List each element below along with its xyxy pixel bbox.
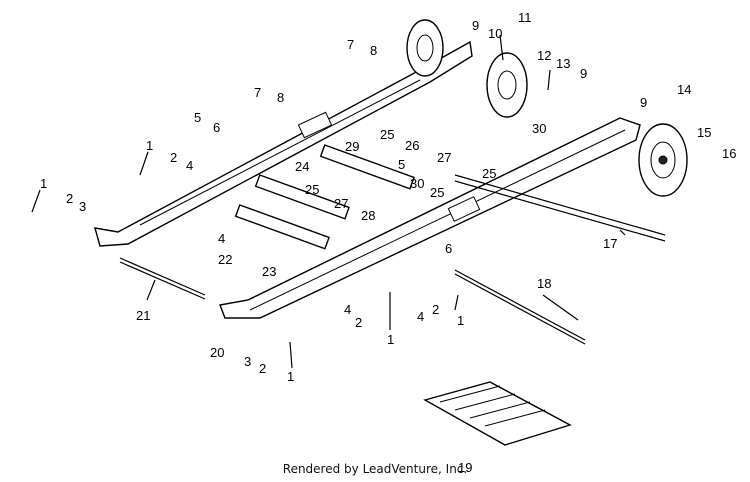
- callout-7: 7: [347, 37, 354, 52]
- callout-24: 24: [295, 159, 309, 174]
- callout-28: 28: [361, 208, 375, 223]
- callout-2: 2: [66, 191, 73, 206]
- callout-23: 23: [262, 264, 276, 279]
- callout-1: 1: [146, 138, 153, 153]
- leader-lines: [31, 34, 626, 369]
- callout-12: 12: [537, 48, 551, 63]
- callout-30: 30: [532, 121, 546, 136]
- idler-wheels: [406, 19, 688, 197]
- callout-25: 25: [482, 166, 496, 181]
- callout-5: 5: [194, 110, 201, 125]
- callout-19: 19: [458, 460, 472, 475]
- callout-8: 8: [370, 43, 377, 58]
- callout-3: 3: [244, 354, 251, 369]
- callout-27: 27: [437, 150, 451, 165]
- callout-26: 26: [405, 138, 419, 153]
- callout-27: 27: [334, 196, 348, 211]
- callout-16: 16: [722, 146, 736, 161]
- callout-2: 2: [355, 315, 362, 330]
- callout-2: 2: [170, 150, 177, 165]
- callout-11: 11: [518, 10, 532, 25]
- callout-1: 1: [457, 313, 464, 328]
- callout-9: 9: [472, 18, 479, 33]
- callout-30: 30: [410, 176, 424, 191]
- callout-29: 29: [345, 139, 359, 154]
- callout-3: 3: [79, 199, 86, 214]
- left-rail: [94, 40, 473, 247]
- callout-2: 2: [432, 302, 439, 317]
- callout-6: 6: [213, 120, 220, 135]
- callout-22: 22: [218, 252, 232, 267]
- callout-17: 17: [603, 236, 617, 251]
- credit-text: Rendered by LeadVenture, Inc.: [282, 462, 468, 476]
- callout-21: 21: [136, 308, 150, 323]
- callout-20: 20: [210, 345, 224, 360]
- callout-9: 9: [580, 66, 587, 81]
- callout-7: 7: [254, 85, 261, 100]
- callout-9: 9: [640, 95, 647, 110]
- callout-10: 10: [488, 26, 502, 41]
- callout-4: 4: [186, 158, 193, 173]
- callout-8: 8: [277, 90, 284, 105]
- callout-1: 1: [40, 176, 47, 191]
- callout-25: 25: [430, 185, 444, 200]
- callout-1: 1: [387, 332, 394, 347]
- callout-1: 1: [287, 369, 294, 384]
- callout-6: 6: [445, 241, 452, 256]
- callout-4: 4: [344, 302, 351, 317]
- callout-2: 2: [259, 361, 266, 376]
- callout-4: 4: [417, 309, 424, 324]
- callout-4: 4: [218, 231, 225, 246]
- right-rail: [219, 117, 641, 319]
- callout-25: 25: [305, 182, 319, 197]
- track-clip-plate: [423, 381, 572, 446]
- callout-15: 15: [697, 125, 711, 140]
- callout-18: 18: [537, 276, 551, 291]
- callout-25: 25: [380, 127, 394, 142]
- callout-13: 13: [556, 56, 570, 71]
- callout-14: 14: [677, 82, 691, 97]
- callout-5: 5: [398, 157, 405, 172]
- cross-shafts: [119, 144, 666, 345]
- callout-labels: 1 1 1 1 1 2 2 2 2 2 3 3 4 4 4 4 5 5 6 6 …: [40, 10, 736, 475]
